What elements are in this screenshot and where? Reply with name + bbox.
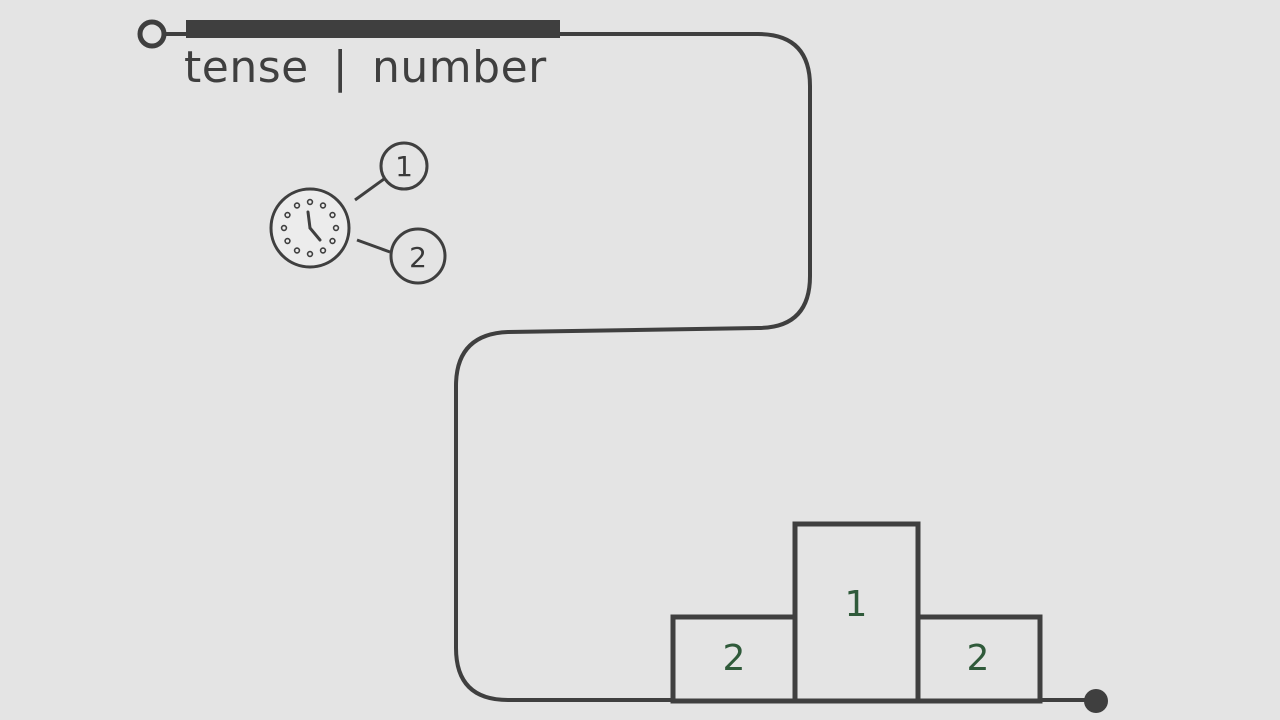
heading-word-number: number bbox=[372, 42, 547, 93]
callout-line-2 bbox=[356, 238, 391, 254]
podium: 2 1 2 bbox=[670, 521, 1043, 704]
callout-circle-2: 2 bbox=[389, 227, 447, 285]
heading-subtitle: tense | number bbox=[184, 40, 547, 96]
podium-right-block bbox=[915, 614, 1043, 704]
podium-left-block bbox=[670, 614, 798, 704]
path-start-node bbox=[137, 19, 167, 49]
callout-circle-1: 1 bbox=[379, 141, 429, 191]
podium-right-number: 2 bbox=[967, 638, 990, 679]
callout-line-1 bbox=[354, 177, 385, 202]
clock-icon bbox=[269, 187, 351, 269]
podium-center-number: 1 bbox=[845, 584, 868, 625]
svg-text:2: 2 bbox=[409, 241, 427, 274]
podium-center-block bbox=[792, 521, 921, 704]
svg-text:1: 1 bbox=[395, 150, 413, 183]
heading-word-tense: tense bbox=[184, 42, 309, 93]
path-end-node bbox=[1084, 689, 1108, 713]
winding-path bbox=[162, 32, 1098, 702]
heading-separator: | bbox=[332, 42, 349, 93]
podium-left-number: 2 bbox=[723, 638, 746, 679]
